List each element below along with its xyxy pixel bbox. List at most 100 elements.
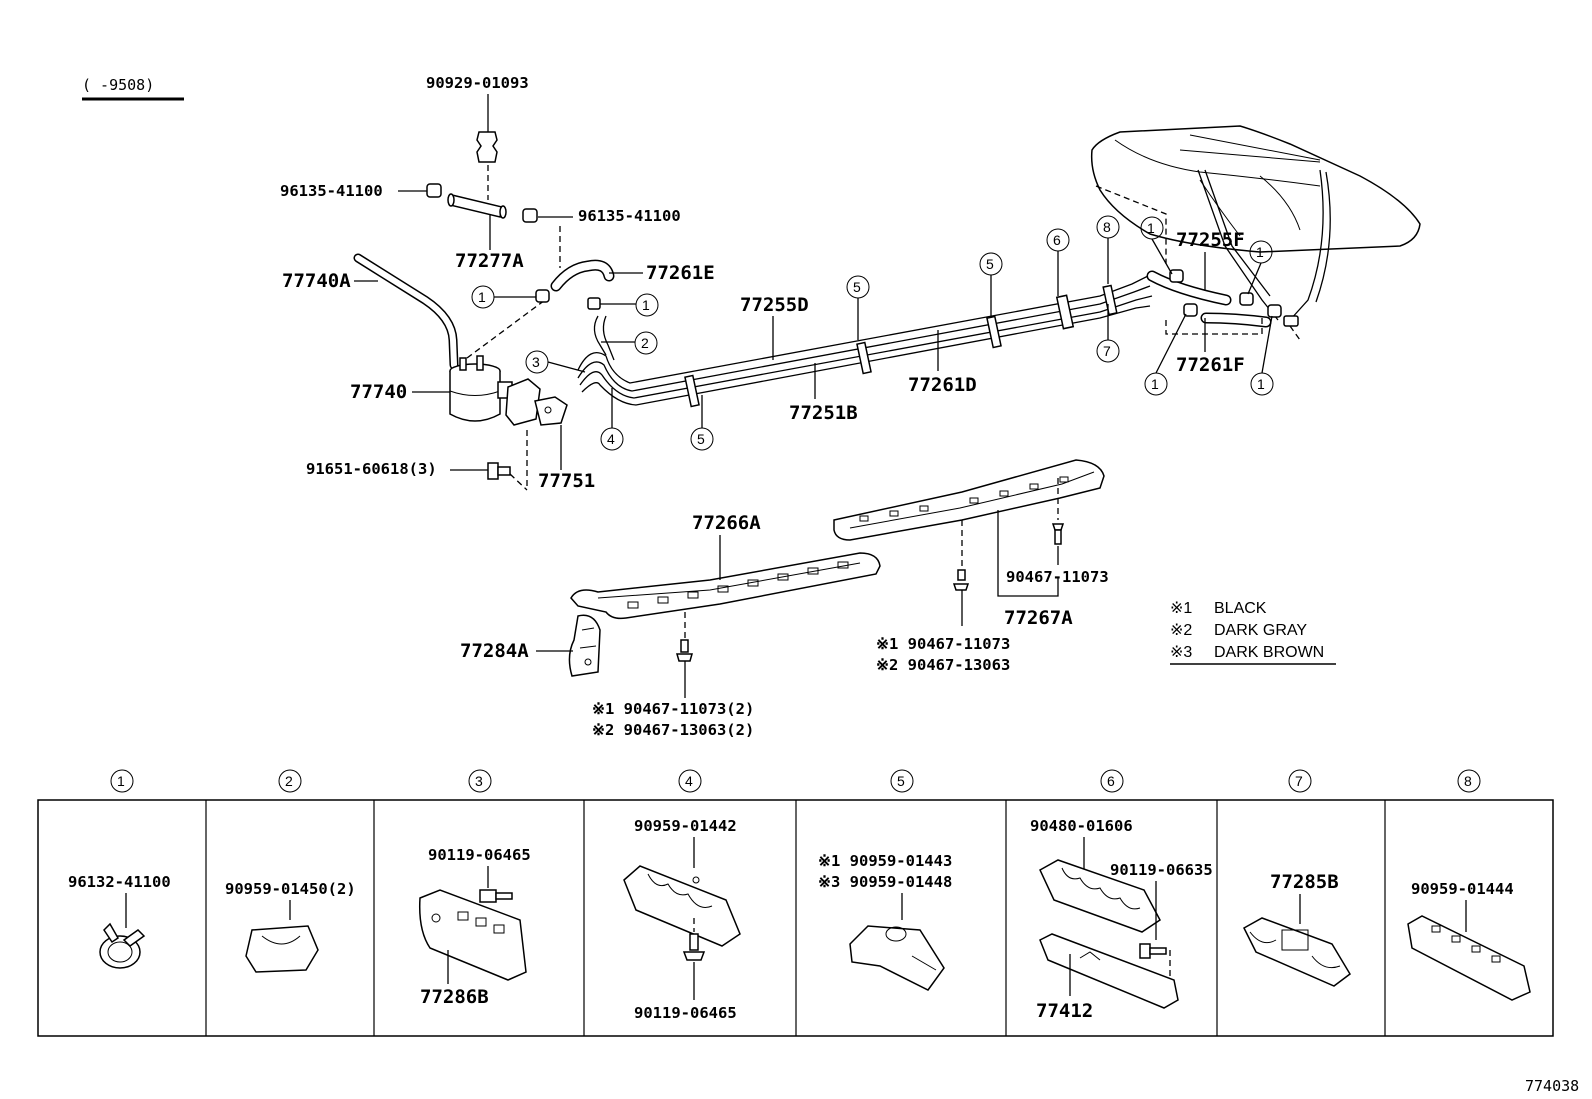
tube-clamp-icon — [849, 925, 945, 991]
tube-clamp-icon — [623, 865, 741, 947]
range-label: ( -9508) — [82, 76, 154, 94]
box2-label-90959-01450: 90959-01450(2) — [225, 880, 356, 898]
svg-text:2: 2 — [285, 773, 293, 789]
svg-text:1: 1 — [117, 773, 125, 789]
bracket-77412-icon — [1039, 933, 1179, 1009]
fuel-tube-assembly-icon — [577, 275, 1153, 406]
callout-7: 7 — [1103, 343, 1111, 359]
box5-label-90959-01443: ※1 90959-01443 — [818, 852, 952, 870]
tube-clamp-icon — [856, 341, 872, 375]
hose-clip-icon — [1169, 269, 1184, 283]
bolt-icon — [479, 889, 513, 903]
legend-text-1: BLACK — [1214, 600, 1267, 617]
svg-text:7: 7 — [1295, 773, 1303, 789]
svg-text:8: 8 — [1464, 773, 1472, 789]
part-label-77267a: 77267A — [1004, 607, 1073, 629]
tube-clamp-icon — [1055, 294, 1075, 330]
protector-77266a-icon — [570, 552, 881, 620]
pipe-77277a-icon — [447, 193, 507, 219]
part-label-90467-11073: 90467-11073 — [1006, 568, 1109, 586]
box-number-1: 1 — [110, 769, 134, 793]
box-number-8: 8 — [1457, 769, 1481, 793]
box4-label-90119-06465: 90119-06465 — [634, 1004, 737, 1022]
part-label-77255f: 77255F — [1176, 229, 1245, 251]
protector-77267a-icon — [833, 459, 1105, 541]
callout-1: 1 — [1151, 376, 1159, 392]
box-number-2: 2 — [278, 769, 302, 793]
box-number-3: 3 — [468, 769, 492, 793]
callout-5: 5 — [986, 256, 994, 272]
part-label-77261e: 77261E — [646, 262, 715, 284]
callout-1: 1 — [478, 289, 486, 305]
svg-text:5: 5 — [897, 773, 905, 789]
legend-mark-1: ※1 — [1170, 600, 1192, 617]
hose-clip-icon — [535, 289, 550, 303]
part-label-77266a: 77266A — [692, 512, 761, 534]
callout-4: 4 — [607, 431, 615, 447]
part-label-bolt-mid-1: ※1 90467-11073 — [876, 635, 1010, 653]
charcoal-canister-icon — [449, 355, 513, 422]
box-number-7: 7 — [1288, 769, 1312, 793]
tube-clamp-icon — [1039, 859, 1161, 933]
part-label-77251b: 77251B — [789, 402, 858, 424]
canister-bracket-icon — [505, 378, 568, 426]
box-number-6: 6 — [1100, 769, 1124, 793]
callout-5: 5 — [697, 431, 705, 447]
figure-code: 774038 — [1525, 1077, 1579, 1095]
part-label-96135-41100-left: 96135-41100 — [280, 182, 383, 200]
svg-text:3: 3 — [475, 773, 483, 789]
svg-text:6: 6 — [1107, 773, 1115, 789]
box1-label-96132-41100: 96132-41100 — [68, 873, 171, 891]
tube-clamp-icon — [245, 925, 319, 973]
callout-1: 1 — [1256, 244, 1264, 260]
callout-1: 1 — [642, 297, 650, 313]
tube-clamp-icon — [1243, 917, 1351, 987]
fuel-tank-icon — [1090, 125, 1421, 253]
box4-label-90959-01442: 90959-01442 — [634, 817, 737, 835]
hose-77261f-icon — [1200, 312, 1272, 328]
box8-label-90959-01444: 90959-01444 — [1411, 880, 1514, 898]
svg-text:4: 4 — [685, 773, 693, 789]
box-number-4: 4 — [678, 769, 702, 793]
vacuum-valve-icon — [476, 131, 498, 163]
part-label-77261d: 77261D — [908, 374, 977, 396]
hose-clip-icon — [426, 183, 442, 198]
box3-label-90119-06465: 90119-06465 — [428, 846, 531, 864]
hose-clip-icon — [522, 208, 538, 223]
part-label-77740: 77740 — [350, 381, 407, 403]
box6-label-90119-06635: 90119-06635 — [1110, 861, 1213, 879]
part-label-96135-41100-right: 96135-41100 — [578, 207, 681, 225]
box7-label-77285b: 77285B — [1270, 871, 1339, 893]
bolt-icon — [682, 933, 706, 961]
callout-5: 5 — [853, 279, 861, 295]
part-label-77740a: 77740A — [282, 270, 351, 292]
box-number-5: 5 — [890, 769, 914, 793]
hose-clip-icon — [99, 922, 146, 969]
part-label-77284a: 77284A — [460, 640, 529, 662]
part-label-bolt-left-1: ※1 90467-11073(2) — [592, 700, 754, 718]
bolt-icon — [1139, 943, 1167, 959]
part-label-91651-60618: 91651-60618(3) — [306, 460, 437, 478]
callout-1: 1 — [1257, 376, 1265, 392]
part-label-77277a: 77277A — [455, 250, 524, 272]
hose-77740a-icon — [353, 253, 459, 370]
box3-label-77286b: 77286B — [420, 986, 489, 1008]
callout-1: 1 — [1147, 220, 1155, 236]
box5-label-90959-01448: ※3 90959-01448 — [818, 873, 952, 891]
callout-3: 3 — [532, 354, 540, 370]
tube-clamp-icon — [1407, 915, 1531, 1001]
legend-mark-2: ※2 — [1170, 622, 1192, 639]
part-label-77255d: 77255D — [740, 294, 809, 316]
tube-clamp-icon — [684, 374, 700, 408]
bracket-77286b-icon — [418, 889, 527, 981]
bolt-icon — [1051, 523, 1065, 545]
hose-clip-icon — [1267, 304, 1282, 318]
bolt-icon — [676, 639, 693, 662]
legend-text-2: DARK GRAY — [1214, 622, 1307, 639]
hose-clip-icon — [587, 297, 601, 310]
legend-mark-3: ※3 — [1170, 644, 1192, 661]
hose-77255f-icon — [1146, 270, 1232, 306]
hose-clip-icon — [1239, 292, 1254, 306]
callout-2: 2 — [641, 335, 649, 351]
part-label-77751: 77751 — [538, 470, 595, 492]
